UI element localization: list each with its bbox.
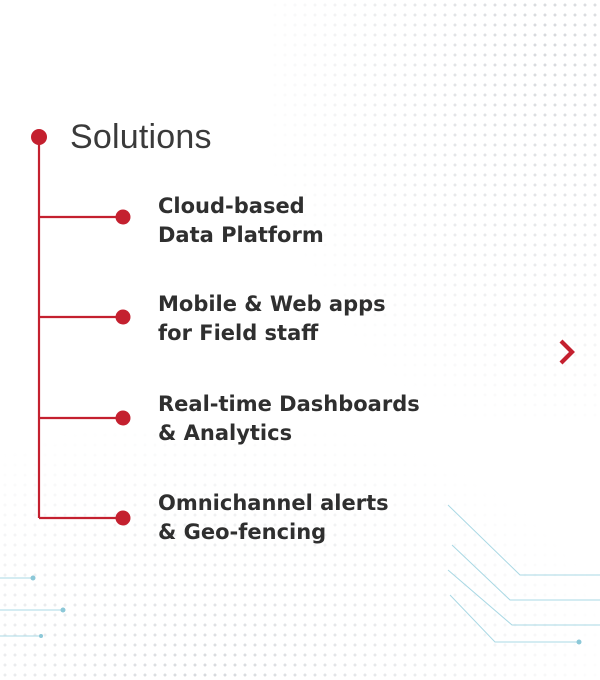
solution-item-line1: Real-time Dashboards <box>158 392 420 416</box>
item-node-dot <box>115 309 131 325</box>
solution-item-line1: Mobile & Web apps <box>158 292 386 316</box>
solution-item-cloud-platform: Cloud-based Data Platform <box>158 192 458 250</box>
solution-item-line2: Data Platform <box>158 223 324 247</box>
chevron-right-icon <box>559 339 575 365</box>
solution-item-mobile-web-apps: Mobile & Web apps for Field staff <box>158 290 458 348</box>
item-node-dot <box>115 510 131 526</box>
solution-item-line2: & Geo-fencing <box>158 520 327 544</box>
solution-item-line2: & Analytics <box>158 421 293 445</box>
item-node-dot <box>115 209 131 225</box>
solution-item-line1: Omnichannel alerts <box>158 491 389 515</box>
item-node-dot <box>115 410 131 426</box>
solution-item-line1: Cloud-based <box>158 194 305 218</box>
next-slide-button[interactable] <box>552 335 582 369</box>
solution-item-alerts: Omnichannel alerts & Geo-fencing <box>158 489 458 547</box>
page-title: Solutions <box>70 118 212 156</box>
solution-item-dashboards: Real-time Dashboards & Analytics <box>158 390 458 448</box>
title-node-dot <box>31 129 47 145</box>
solution-item-line2: for Field staff <box>158 321 319 345</box>
